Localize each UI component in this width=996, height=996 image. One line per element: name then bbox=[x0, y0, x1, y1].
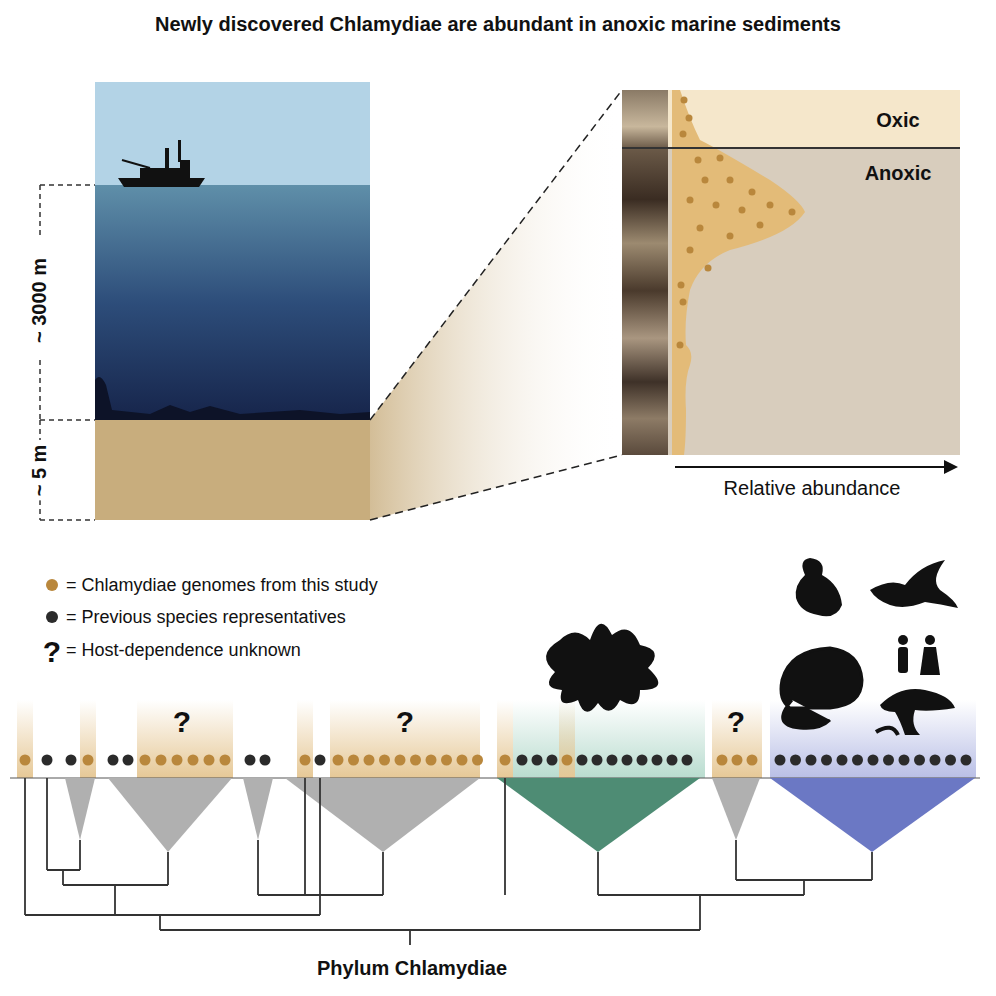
zone-label: Oxic bbox=[876, 109, 919, 132]
legend-text: = Previous species representatives bbox=[66, 607, 346, 628]
legend-swatch bbox=[46, 579, 58, 591]
unknown-mark: ? bbox=[173, 705, 191, 739]
depth-label: ~ 5 m bbox=[28, 440, 51, 500]
legend-swatch bbox=[46, 611, 58, 623]
axis-label: Relative abundance bbox=[724, 477, 901, 500]
legend-row: = Chlamydiae genomes from this study bbox=[46, 575, 378, 596]
phylum-label: Phylum Chlamydiae bbox=[317, 957, 507, 980]
unknown-mark: ? bbox=[727, 705, 745, 739]
title: Newly discovered Chlamydiae are abundant… bbox=[155, 13, 841, 36]
unknown-mark: ? bbox=[396, 705, 414, 739]
legend-row: = Previous species representatives bbox=[46, 607, 346, 628]
depth-label: ~ 3000 m bbox=[29, 253, 52, 346]
legend-text: = Host-dependence unknown bbox=[66, 640, 301, 661]
legend-row: = Host-dependence unknown bbox=[46, 640, 301, 661]
legend-text: = Chlamydiae genomes from this study bbox=[66, 575, 378, 596]
unknown-mark: ? bbox=[43, 635, 61, 669]
zone-label: Anoxic bbox=[865, 162, 932, 185]
